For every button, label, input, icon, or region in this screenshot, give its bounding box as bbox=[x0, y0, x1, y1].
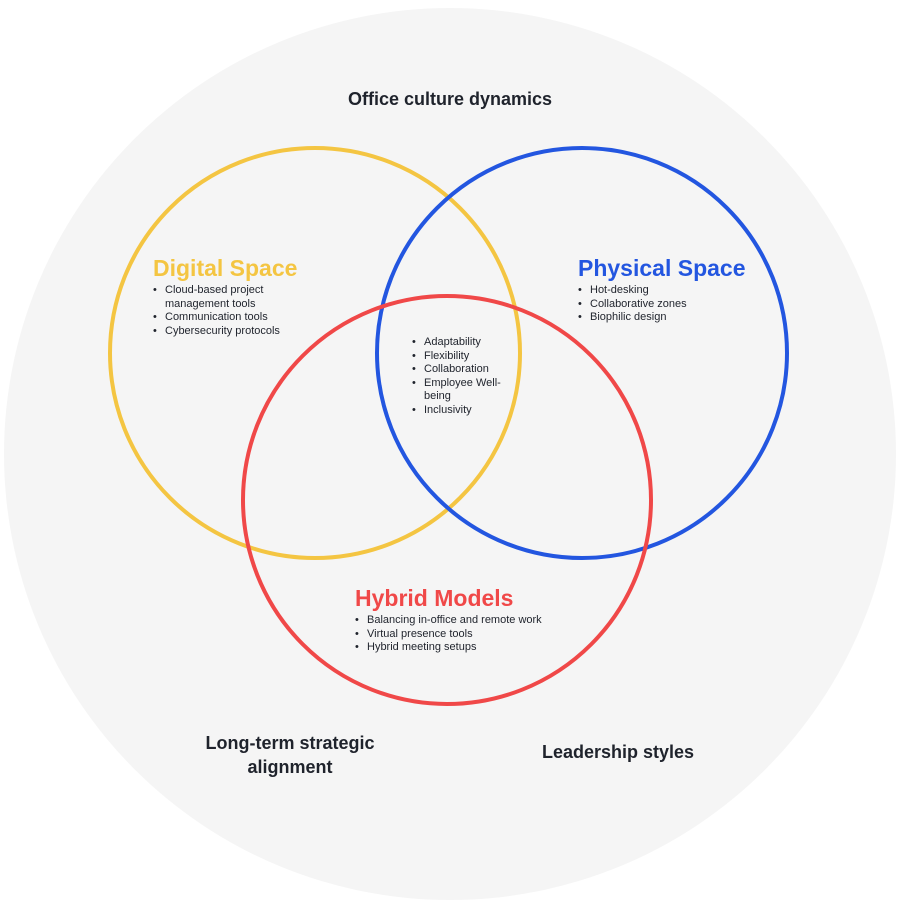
hybrid-models-title: Hybrid Models bbox=[355, 585, 514, 611]
list-item: Collaboration bbox=[412, 363, 512, 377]
digital-space-circle bbox=[108, 146, 522, 560]
physical-space-circle bbox=[375, 146, 789, 560]
physical-space-title: Physical Space bbox=[578, 255, 746, 281]
physical-space-list: Hot-desking Collaborative zones Biophili… bbox=[578, 284, 748, 325]
list-item: Flexibility bbox=[412, 350, 512, 364]
intersection-list: Adaptability Flexibility Collaboration E… bbox=[412, 336, 512, 417]
list-item: Cloud-based project management tools bbox=[153, 284, 303, 311]
hybrid-models-circle bbox=[241, 294, 653, 706]
digital-space-title: Digital Space bbox=[153, 255, 298, 281]
list-item: Employee Well-being bbox=[412, 377, 512, 404]
list-item: Adaptability bbox=[412, 336, 512, 350]
list-item: Collaborative zones bbox=[578, 298, 748, 312]
list-item: Inclusivity bbox=[412, 404, 512, 418]
hybrid-models-list: Balancing in-office and remote work Virt… bbox=[355, 614, 575, 655]
context-label-top: Office culture dynamics bbox=[347, 89, 553, 109]
list-item: Hot-desking bbox=[578, 284, 748, 298]
list-item: Balancing in-office and remote work bbox=[355, 614, 575, 628]
background-circle bbox=[4, 8, 896, 900]
digital-space-list: Cloud-based project management tools Com… bbox=[153, 284, 303, 338]
list-item: Cybersecurity protocols bbox=[153, 325, 303, 339]
list-item: Biophilic design bbox=[578, 311, 748, 325]
context-label-bottom-left: Long-term strategic alignment bbox=[205, 733, 375, 777]
context-label-bottom-right: Leadership styles bbox=[541, 742, 695, 762]
list-item: Virtual presence tools bbox=[355, 628, 575, 642]
list-item: Communication tools bbox=[153, 311, 303, 325]
list-item: Hybrid meeting setups bbox=[355, 641, 575, 655]
